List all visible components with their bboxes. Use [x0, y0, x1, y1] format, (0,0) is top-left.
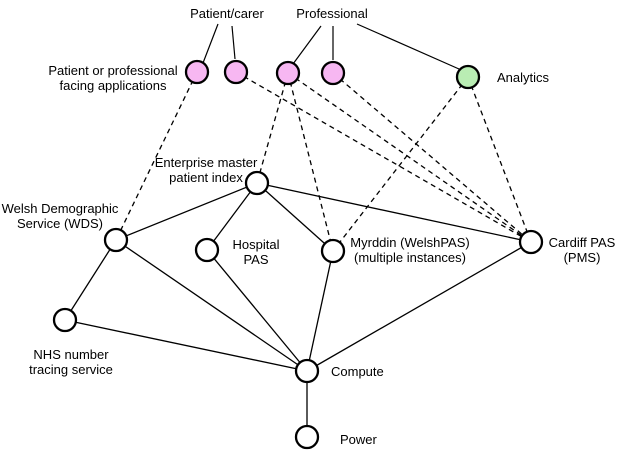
node-cardiff: [518, 229, 544, 255]
node-app4: [320, 60, 346, 86]
label-wds-line-2: Service (WDS): [17, 216, 103, 231]
label-power-line-1: Power: [340, 432, 378, 447]
edge-app3-myrddin-dashed: [287, 72, 334, 252]
edge-hospital-compute-solid: [206, 249, 308, 372]
label-facing-applications-line-2: facing applications: [60, 78, 167, 93]
node-wds: [103, 227, 129, 253]
label-hospital-line-2: PAS: [243, 252, 268, 267]
edge-cardiff-compute-solid: [306, 241, 532, 372]
node-app3: [275, 60, 301, 86]
node-compute: [294, 358, 320, 384]
edge-app3-cardiff-dashed: [287, 72, 532, 243]
label-connector-patient-carer-to-app1: [202, 23, 219, 64]
node-myrddin: [320, 238, 346, 264]
edge-analytics-myrddin-dashed: [332, 76, 469, 252]
label-patient-carer: Patient/carer: [190, 6, 264, 21]
edge-wds-nhs-solid: [64, 239, 117, 321]
node-empi: [244, 170, 270, 196]
label-myrddin-line-1: Myrddin (WelshPAS): [350, 235, 469, 250]
edge-empi-cardiff-solid: [256, 182, 532, 243]
edge-app1-wds-dashed: [115, 71, 198, 241]
label-connector-patient-carer-to-app2: [231, 25, 236, 60]
edge-app4-cardiff-dashed: [332, 72, 532, 243]
edge-empi-myrddin-solid: [256, 182, 334, 252]
label-connector-professional-to-app3: [292, 25, 322, 65]
label-compute-line-1: Compute: [331, 364, 384, 379]
node-hospital: [194, 237, 220, 263]
label-empi-line-1: Enterprise master: [155, 155, 258, 170]
node-power: [294, 424, 320, 450]
label-myrddin: Myrddin (WelshPAS)(multiple instances): [350, 235, 469, 265]
label-wds-line-1: Welsh Demographic: [2, 201, 119, 216]
edge-app3-empi-dashed: [256, 72, 289, 184]
edge-analytics-cardiff-dashed: [467, 76, 532, 243]
edge-wds-compute-solid: [115, 239, 308, 372]
edge-empi-hospital-solid: [206, 182, 258, 251]
label-myrddin-line-2: (multiple instances): [354, 250, 466, 265]
label-nhs-line-1: NHS number: [33, 347, 109, 362]
label-power: Power: [340, 432, 378, 447]
label-professional-line-1: Professional: [296, 6, 368, 21]
node-app2: [223, 59, 249, 85]
label-cardiff-line-1: Cardiff PAS: [549, 235, 616, 250]
edge-app2-cardiff-dashed: [235, 71, 532, 243]
label-analytics: Analytics: [497, 70, 550, 85]
label-empi-line-2: patient index: [169, 170, 243, 185]
label-compute: Compute: [331, 364, 384, 379]
label-facing-applications-line-1: Patient or professional: [48, 63, 177, 78]
edge-empi-wds-solid: [115, 182, 258, 241]
node-nhs: [52, 307, 78, 333]
label-cardiff-line-2: (PMS): [564, 250, 601, 265]
label-analytics-line-1: Analytics: [497, 70, 550, 85]
node-analytics: [455, 64, 481, 90]
label-hospital-line-1: Hospital: [233, 237, 280, 252]
label-nhs-line-2: tracing service: [29, 362, 113, 377]
label-connector-professional-to-analytics: [356, 23, 460, 70]
label-cardiff: Cardiff PAS(PMS): [549, 235, 616, 265]
label-professional: Professional: [296, 6, 368, 21]
edge-nhs-compute-solid: [64, 319, 308, 372]
edge-myrddin-compute-solid: [306, 250, 334, 372]
node-app1: [184, 59, 210, 85]
label-patient-carer-line-1: Patient/carer: [190, 6, 264, 21]
